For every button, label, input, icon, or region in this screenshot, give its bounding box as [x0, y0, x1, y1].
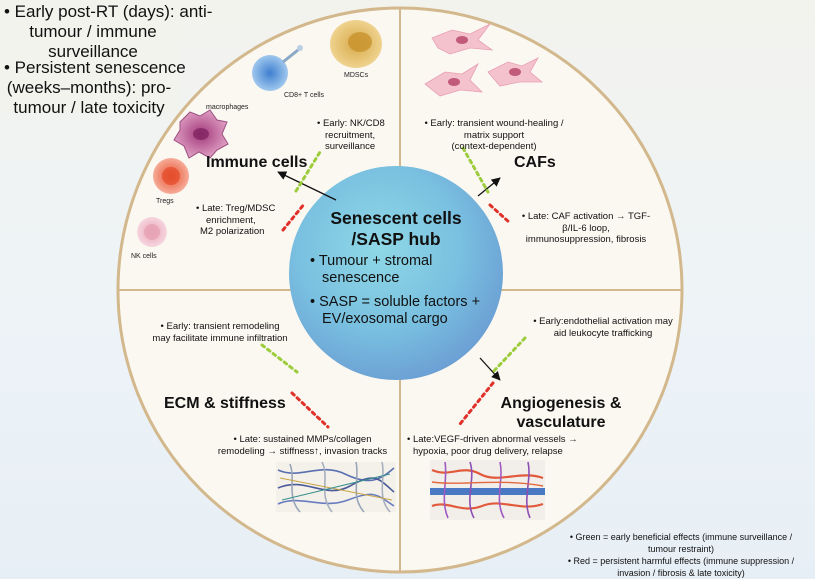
arrow-to-cafs — [477, 177, 501, 197]
cafs-early-text: • Early: transient wound-healing / matri… — [404, 118, 584, 153]
cafs-early-line-2: matrix support — [463, 129, 525, 141]
arrow-to-angio — [479, 357, 501, 381]
hub-circle — [289, 166, 503, 380]
label-cd8: CD8+ T cells — [284, 92, 325, 99]
hub-bullet-2-line-2: EV/exosomal cargo — [322, 311, 448, 327]
cafs-late-connector — [488, 203, 512, 225]
immune-late-text: • Late: Treg/MDSC enrichment, M2 polariz… — [196, 203, 275, 238]
legend-red: • Red = persistent harmful effects (immu… — [548, 556, 814, 579]
angio-late-connector — [458, 381, 495, 426]
angio-late-text: • Late:VEGF-driven abnormal vessels → hy… — [407, 434, 578, 457]
ecm-early-text: • Early: transient remodeling may facili… — [140, 321, 300, 344]
immune-early-text: • Early: NK/CD8 recruitment, surveillanc… — [317, 118, 385, 153]
angio-late-line-1: • Late:VEGF-driven abnormal vessels → — [407, 434, 578, 445]
angio-title: Angiogenesis & vasculature — [486, 394, 636, 432]
immune-late-line-2: enrichment, — [206, 214, 256, 226]
hub-bullet-2-line-1: • SASP = soluble factors + — [310, 294, 481, 310]
collagen-fiber-icon — [276, 461, 396, 513]
note-early-post-rt: • Early post-RT (days): anti- tumour / i… — [4, 2, 213, 62]
immune-title: Immune cells — [206, 154, 308, 171]
label-mdscs: MDSCs — [344, 72, 369, 79]
immune-early-line-3: surveillance — [325, 141, 376, 152]
ecm-late-text: • Late: sustained MMPs/collagen remodeli… — [200, 434, 405, 457]
arrow-to-immune — [277, 171, 337, 201]
macrophage-icon — [173, 109, 229, 159]
immune-early-line-1: • Early: NK/CD8 — [317, 118, 385, 129]
cafs-late-line-1: • Late: CAF activation → TGF- — [521, 211, 651, 222]
label-nk-cells: NK cells — [131, 253, 157, 260]
immune-late-connector — [281, 201, 307, 232]
label-tregs: Tregs — [156, 198, 174, 205]
cafs-late-text: • Late: CAF activation → TGF- β/IL-6 loo… — [508, 211, 664, 246]
cafs-late-line-2: β/IL-6 loop, — [562, 222, 610, 234]
legend-green-line-1: • Green = early beneficial effects (immu… — [569, 532, 793, 542]
note-early-line-3: surveillance — [48, 42, 138, 61]
angio-title-line-2: vasculature — [516, 414, 606, 431]
ecm-late-line-2: remodeling → stiffness↑, invasion tracks — [217, 445, 388, 457]
ecm-early-line-1: • Early: transient remodeling — [160, 321, 280, 332]
fibroblast-icon — [424, 23, 544, 97]
hub-bullet-1-line-1: • Tumour + stromal — [310, 253, 433, 269]
mdsc-cell-icon — [330, 20, 382, 68]
cafs-late-line-3: immunosuppression, fibrosis — [525, 234, 647, 245]
ecm-late-connector — [290, 391, 330, 429]
angio-late-line-2: hypoxia, poor drug delivery, relapse — [413, 445, 563, 457]
cafs-early-line-1: • Early: transient wound-healing / — [424, 118, 564, 129]
cafs-early-line-3: (context-dependent) — [451, 141, 537, 152]
note-persistent-line-3: tumour / late toxicity — [13, 98, 165, 117]
immune-late-line-1: • Late: Treg/MDSC — [196, 203, 276, 214]
angio-early-connector — [491, 336, 527, 374]
note-persistent-line-1: • Persistent senescence — [4, 58, 186, 77]
ecm-early-connector — [260, 343, 299, 374]
label-macrophages: macrophages — [206, 104, 249, 111]
note-persistent-senescence: • Persistent senescence (weeks–months): … — [4, 58, 186, 118]
notes-backdrop — [0, 0, 178, 112]
nk-cell-icon — [137, 217, 167, 247]
treg-cell-icon — [153, 158, 189, 194]
cd8-t-cell-icon — [252, 45, 303, 91]
hub-bullet-1: • Tumour + stromal senescence — [310, 253, 432, 287]
angio-early-line-1: • Early:endothelial activation may — [533, 316, 673, 327]
legend-green-line-2: tumour restraint) — [647, 543, 715, 554]
ecm-early-line-2: may facilitate immune infiltration — [152, 332, 288, 344]
legend-red-line-2: invasion / fibrosis & late toxicity) — [617, 567, 745, 578]
legend-red-line-1: • Red = persistent harmful effects (immu… — [567, 556, 795, 566]
angio-early-line-2: aid leukocyte trafficking — [553, 327, 653, 339]
angio-title-line-1: Angiogenesis & — [500, 395, 622, 412]
note-early-line-1: • Early post-RT (days): anti- — [4, 2, 213, 21]
ecm-late-line-1: • Late: sustained MMPs/collagen — [233, 434, 372, 445]
immune-early-line-2: recruitment, — [325, 129, 376, 141]
legend-green: • Green = early beneficial effects (immu… — [548, 532, 814, 555]
immune-late-line-3: M2 polarization — [200, 226, 265, 237]
note-persistent-line-2: (weeks–months): pro- — [6, 78, 172, 97]
immune-early-connector — [294, 150, 322, 193]
cafs-early-connector — [461, 146, 490, 194]
note-early-line-2: tumour / immune — [29, 22, 157, 41]
ecm-title: ECM & stiffness — [164, 395, 286, 412]
angio-early-text: • Early:endothelial activation may aid l… — [512, 316, 694, 339]
hub-title-line-2: /SASP hub — [351, 229, 441, 249]
vessel-network-icon — [430, 460, 545, 520]
cafs-title: CAFs — [514, 154, 556, 171]
hub-title-line-1: Senescent cells — [330, 208, 462, 228]
hub-title: Senescent cells /SASP hub — [296, 208, 496, 250]
hub-bullet-2: • SASP = soluble factors + EV/exosomal c… — [310, 294, 480, 328]
hub-bullet-1-line-2: senescence — [322, 270, 400, 286]
